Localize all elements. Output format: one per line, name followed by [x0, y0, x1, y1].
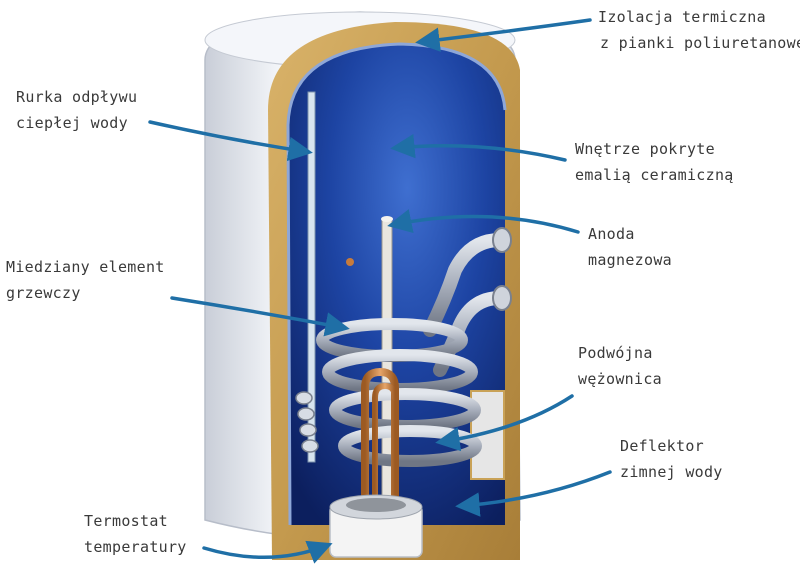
label-interior: Wnętrze pokryte emalią ceramiczną: [575, 136, 734, 188]
leader-arrows: [148, 18, 612, 564]
label-thermostat-line1: Termostat: [84, 512, 168, 530]
arrow-thermostat: [202, 540, 333, 564]
label-insulation-line2: z pianki poliuretanowej: [600, 34, 800, 52]
arrow-hot-pipe: [148, 120, 313, 162]
label-deflector-line2: zimnej wody: [620, 463, 723, 481]
arrow-interior: [390, 133, 567, 162]
hot-water-pipe: [307, 91, 316, 463]
label-anode-line1: Anoda: [588, 225, 635, 243]
arrow-heater: [170, 296, 350, 337]
label-double-coil: Podwójna wężownica: [578, 340, 662, 392]
label-hot-pipe-line2: ciepłej wody: [16, 114, 128, 132]
label-anode: Anoda magnezowa: [588, 221, 672, 273]
arrow-deflector: [455, 470, 612, 517]
label-hot-water-pipe: Rurka odpływu ciepłej wody: [16, 84, 137, 136]
label-hot-pipe-line1: Rurka odpływu: [16, 88, 138, 106]
label-heater-line2: grzewczy: [6, 284, 81, 302]
coil-ends-left: [295, 391, 319, 453]
label-thermostat-line2: temperatury: [84, 538, 187, 556]
label-interior-line1: Wnętrze pokryte: [575, 140, 715, 158]
arrow-insulation: [415, 18, 592, 52]
arrow-coil: [435, 394, 574, 452]
label-interior-line2: emalią ceramiczną: [575, 166, 734, 184]
double-coil: [316, 227, 512, 467]
label-coil-line1: Podwójna: [578, 344, 653, 362]
label-deflector: Deflektor zimnej wody: [620, 433, 723, 485]
arrow-anode: [387, 209, 580, 234]
label-insulation: Izolacja termiczna z pianki poliuretanow…: [598, 4, 800, 56]
label-thermostat: Termostat temperatury: [84, 508, 187, 560]
copper-heating-element: [346, 258, 399, 514]
label-heater-line1: Miedziany element: [6, 258, 165, 276]
label-coil-line2: wężownica: [578, 370, 662, 388]
label-heating-element: Miedziany element grzewczy: [6, 254, 165, 306]
thermostat-base: [329, 494, 423, 558]
label-deflector-line1: Deflektor: [620, 437, 704, 455]
label-anode-line2: magnezowa: [588, 251, 672, 269]
label-insulation-line1: Izolacja termiczna: [598, 8, 766, 26]
